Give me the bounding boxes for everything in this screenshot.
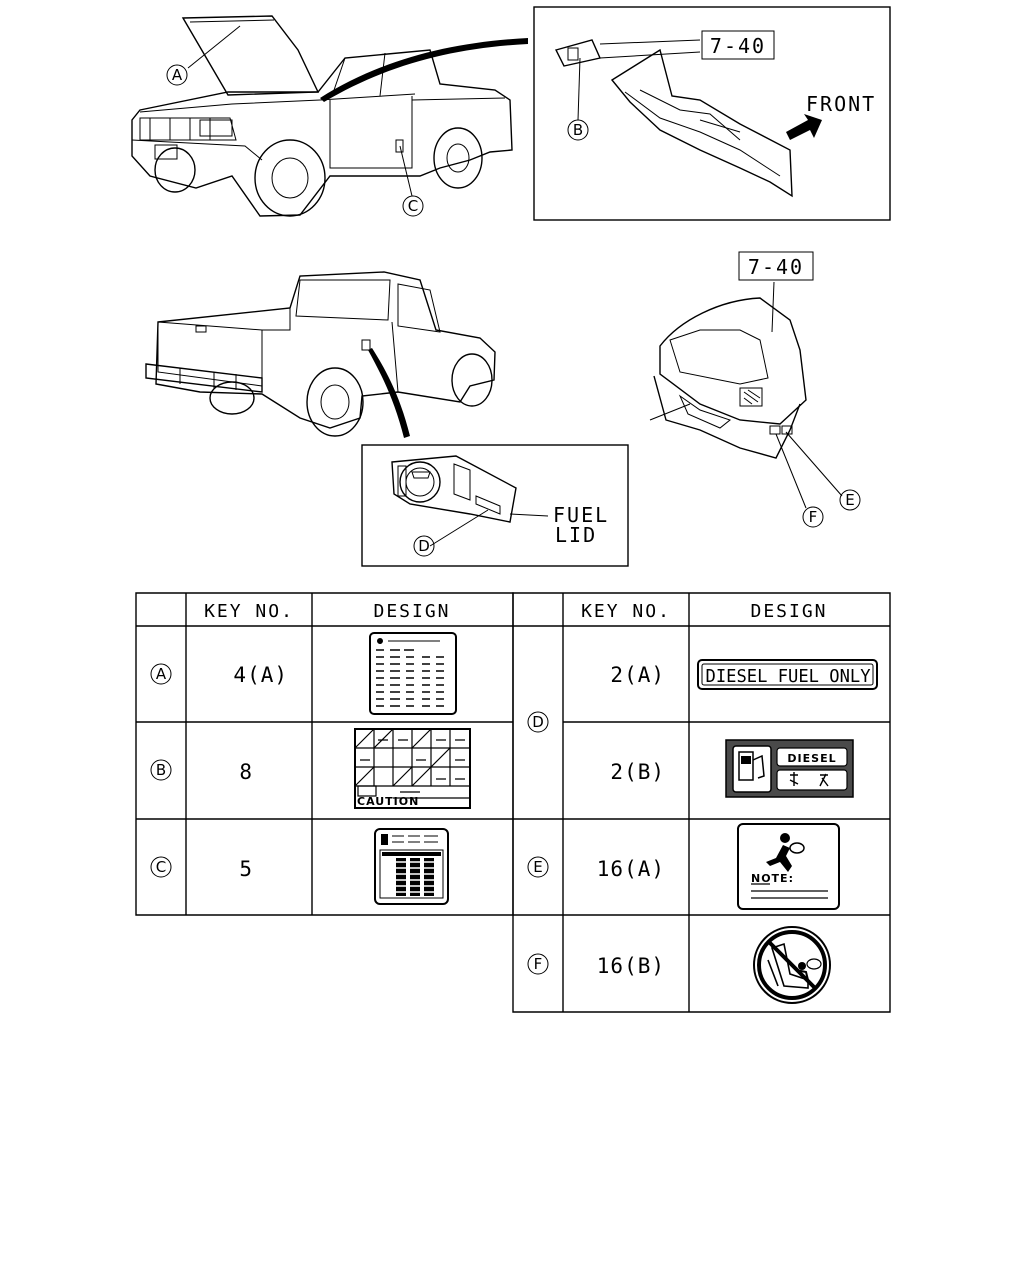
ref-box-mid: 7-40 <box>738 251 814 281</box>
row-mark-c: C <box>150 856 172 878</box>
callout-a: A <box>166 64 188 86</box>
row-mark-b: B <box>150 759 172 781</box>
callout-e-diagram: E <box>839 489 861 511</box>
row-mark-a: A <box>150 663 172 685</box>
fuel-lid-label-1: FUEL <box>553 503 609 527</box>
svg-text:B: B <box>156 761 166 779</box>
design-label-b: CAUTION <box>354 728 471 809</box>
svg-text:A: A <box>172 66 183 84</box>
svg-text:E: E <box>533 858 542 876</box>
key-no-c: 5 <box>239 857 253 881</box>
key-no-b: 8 <box>239 760 253 784</box>
row-mark-f: F <box>527 953 549 975</box>
truck-rear-view <box>145 271 496 438</box>
fuel-lid-detail <box>391 455 549 547</box>
callout-d-diagram: D <box>413 535 435 557</box>
svg-text:DIESEL FUEL ONLY: DIESEL FUEL ONLY <box>706 666 871 687</box>
front-arrow-icon <box>786 114 822 140</box>
svg-text:7-40: 7-40 <box>748 255 804 279</box>
svg-text:C: C <box>408 197 418 215</box>
door-bracket-detail <box>554 39 793 198</box>
key-no-f: 16(B) <box>597 954 665 978</box>
key-no-a: 4(A) <box>233 663 288 687</box>
design-label-f <box>753 926 831 1004</box>
front-label: FRONT <box>806 92 876 116</box>
detail-box-top <box>533 6 891 221</box>
design-label-c <box>374 828 449 905</box>
key-no-d-a: 2(A) <box>610 663 665 687</box>
svg-text:D: D <box>532 713 544 731</box>
svg-text:D: D <box>418 537 430 555</box>
svg-text:NOTE:: NOTE: <box>751 872 794 885</box>
callout-c: C <box>402 195 424 217</box>
svg-text:CAUTION: CAUTION <box>357 795 419 808</box>
header-design-left: DESIGN <box>373 601 450 622</box>
header-key-no-left: KEY NO. <box>204 601 294 622</box>
svg-text:F: F <box>534 955 543 973</box>
ref-box-top: 7-40 <box>701 30 775 60</box>
svg-text:C: C <box>156 858 166 876</box>
key-no-d-b: 2(B) <box>610 760 665 784</box>
design-label-e: NOTE: <box>737 823 840 910</box>
fuel-lid-label-2: LID <box>555 523 597 547</box>
svg-text:A: A <box>156 665 167 683</box>
truck-front-view <box>131 15 528 217</box>
row-mark-d: D <box>527 711 549 733</box>
design-label-a <box>369 632 457 715</box>
header-design-right: DESIGN <box>750 601 827 622</box>
svg-text:B: B <box>573 121 583 139</box>
header-key-no-right: KEY NO. <box>581 601 671 622</box>
svg-text:7-40: 7-40 <box>710 34 766 58</box>
callout-b: B <box>567 119 589 141</box>
detail-box-fuel-lid <box>361 444 629 567</box>
label-table <box>135 592 891 1013</box>
svg-text:F: F <box>809 508 818 526</box>
svg-text:DIESEL: DIESEL <box>787 752 836 765</box>
svg-text:E: E <box>845 491 854 509</box>
key-no-e: 16(A) <box>597 857 665 881</box>
callout-f-diagram: F <box>802 506 824 528</box>
design-label-d-b: DIESEL <box>725 739 854 798</box>
design-label-d-a: DIESEL FUEL ONLY <box>697 659 878 690</box>
dashboard-glovebox-view: 7-40 <box>649 251 843 509</box>
row-mark-e: E <box>527 856 549 878</box>
